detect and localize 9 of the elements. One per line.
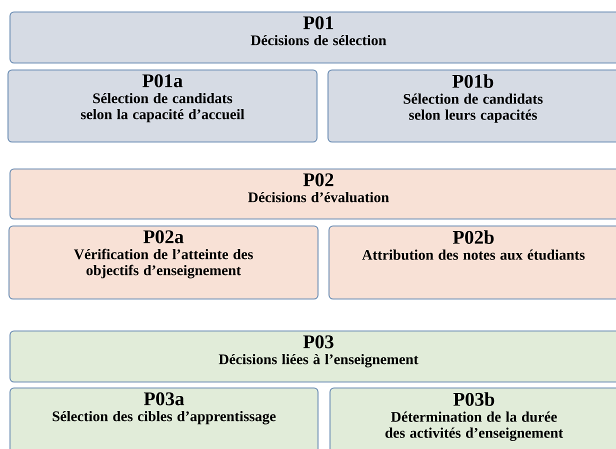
process-box: P01 Décisions de sélection: [9, 11, 616, 64]
process-box: P01a Sélection de candidats selon la capacité d’accueil: [7, 69, 318, 143]
process-box: P02 Décisions d’évaluation: [9, 168, 616, 220]
process-box: P03b Détermination de la durée des activités d’enseignement: [329, 387, 616, 449]
process-box: P03 Décisions liées à l’enseignement: [9, 330, 616, 383]
process-box: P02b Attribution des notes aux étudiants: [328, 225, 616, 300]
process-box: P02a Vérification de l’atteinte des objectifs d’enseignement: [8, 225, 319, 300]
process-box: P03a Sélection des cibles d’apprentissage: [9, 387, 319, 449]
process-box: P01b Sélection de candidats selon leurs capacités: [327, 69, 616, 143]
